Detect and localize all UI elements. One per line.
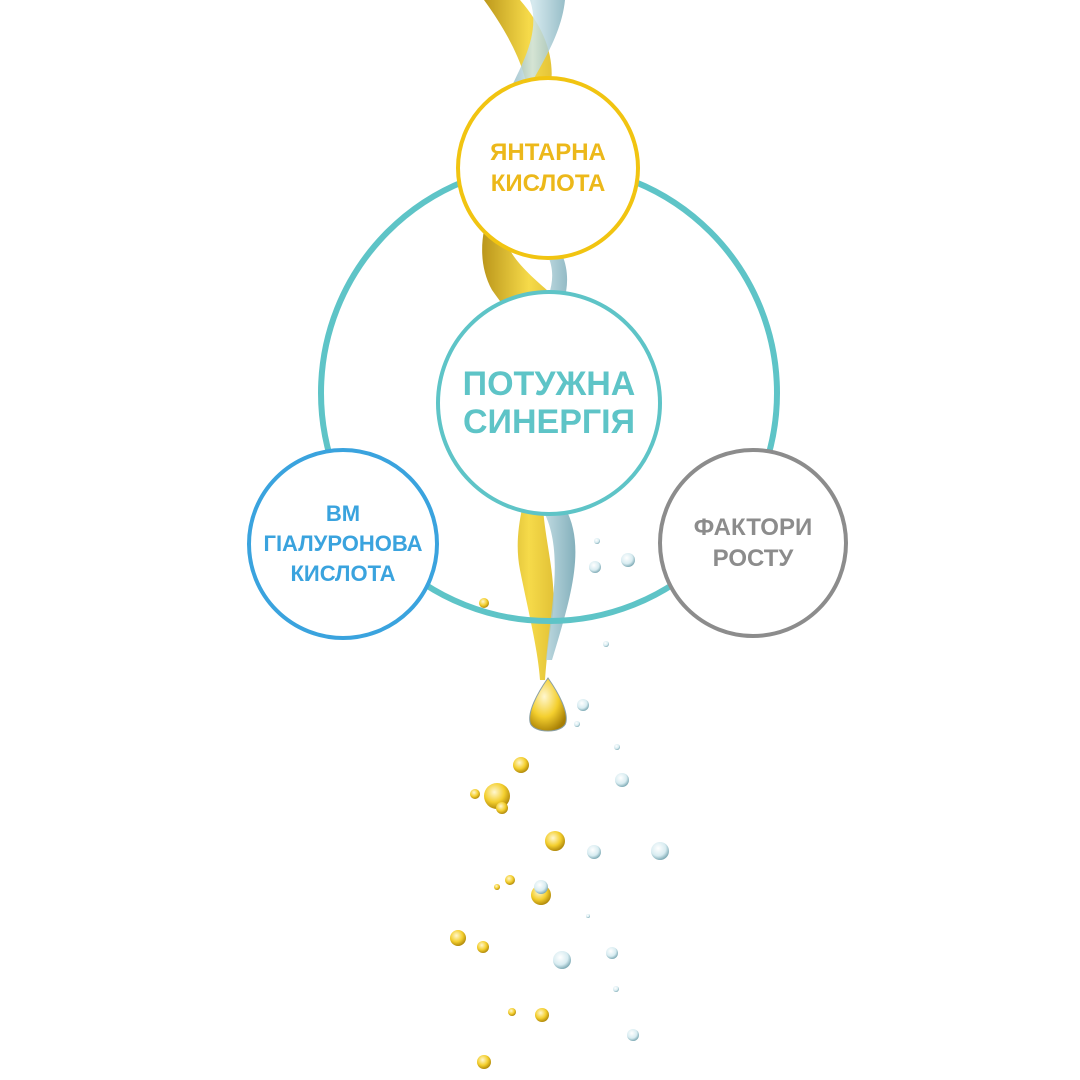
bubble xyxy=(450,930,466,946)
bubble xyxy=(477,1055,491,1069)
bubble xyxy=(603,641,609,647)
bubble xyxy=(589,561,601,573)
drop-shape xyxy=(529,677,567,732)
bubble xyxy=(621,553,635,567)
center-label-line: СИНЕРГІЯ xyxy=(462,403,636,441)
bubbles xyxy=(450,538,669,1069)
bubble xyxy=(513,757,529,773)
bubble xyxy=(606,947,618,959)
node-hyaluronic-acid: ВМ ГІАЛУРОНОВА КИСЛОТА xyxy=(247,448,439,640)
bubble xyxy=(545,831,565,851)
node-label-line: ФАКТОРИ xyxy=(693,514,813,541)
bubble xyxy=(613,986,619,992)
bubble xyxy=(534,880,548,894)
node-synergy: ПОТУЖНА СИНЕРГІЯ xyxy=(436,290,662,516)
bubble xyxy=(594,538,600,544)
bubble xyxy=(479,598,489,608)
bubble xyxy=(614,744,620,750)
bubble xyxy=(494,884,500,890)
bubble xyxy=(586,914,590,918)
bubble xyxy=(496,802,508,814)
node-label-line: КИСЛОТА xyxy=(490,170,606,197)
bubble xyxy=(627,1029,639,1041)
node-label-line: РОСТУ xyxy=(712,545,794,572)
node-succinic-acid: ЯНТАРНА КИСЛОТА xyxy=(456,76,640,260)
bubble xyxy=(615,773,629,787)
bubble xyxy=(651,842,669,860)
node-label-line: ЯНТАРНА xyxy=(490,139,606,166)
node-label-line: КИСЛОТА xyxy=(290,561,396,586)
node-label-line: ВМ xyxy=(325,501,361,526)
bubble xyxy=(477,941,489,953)
node-growth-factors: ФАКТОРИ РОСТУ xyxy=(658,448,848,638)
bubble xyxy=(535,1008,549,1022)
bubble xyxy=(577,699,589,711)
bubble xyxy=(505,875,515,885)
bubble xyxy=(508,1008,516,1016)
center-label-line: ПОТУЖНА xyxy=(462,365,636,403)
bubble xyxy=(553,951,571,969)
node-label-line: ГІАЛУРОНОВА xyxy=(263,531,423,556)
bubble xyxy=(587,845,601,859)
bubble xyxy=(470,789,480,799)
bubble xyxy=(574,721,580,727)
